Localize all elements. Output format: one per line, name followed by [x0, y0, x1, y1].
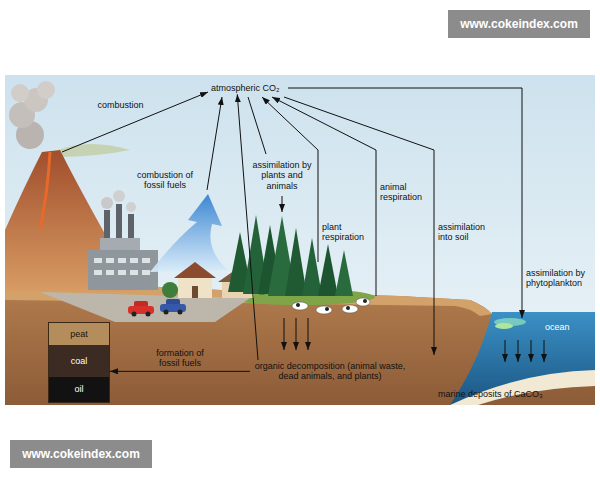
flow-label: combustion of fossil fuels: [133, 170, 197, 191]
cow-patch: [325, 307, 329, 311]
edge-label: formation of fossil fuels: [148, 348, 212, 369]
fossil-combustion-arrow: [207, 97, 222, 190]
node-title: atmospheric CO₂: [211, 83, 280, 93]
flow-label: plant respiration: [322, 222, 370, 243]
decay-arrow: [284, 318, 285, 350]
conifer-tree: [285, 228, 307, 296]
conifer-tree: [335, 250, 353, 296]
fossil-fuel-column: peatcoaloil: [48, 322, 110, 403]
fuel-layer-label: oil: [49, 377, 109, 402]
cow-patch: [363, 299, 367, 303]
fuel-layer-label: peat: [49, 323, 109, 345]
factory: [88, 250, 158, 290]
soil: [5, 286, 595, 405]
watermark: www.cokeindex.com: [448, 10, 590, 38]
soil-assimilation-arrow: [284, 97, 434, 355]
sinking-arrow: [505, 340, 506, 362]
conifer-tree: [318, 244, 338, 296]
volcano-smoke: [11, 84, 29, 102]
cow-patch: [346, 306, 350, 310]
decay-arrow: [296, 318, 297, 350]
decomposition-node: organic decomposition (animal waste, dea…: [250, 360, 410, 383]
flow-label: assimilation by plants and animals: [252, 160, 312, 191]
phytoplankton-arrow: [288, 88, 522, 318]
factory-smoke: [126, 202, 136, 212]
factory-windows: [94, 258, 150, 275]
combustion-arrow: [62, 92, 208, 152]
factory: [100, 238, 140, 252]
house: [178, 276, 212, 298]
smokestack: [104, 210, 110, 240]
region-label: ocean: [545, 322, 585, 332]
flow-label: animal respiration: [380, 182, 428, 203]
volcano-smoke: [37, 81, 55, 99]
watermark: www.cokeindex.com: [10, 440, 152, 468]
factory-smoke: [113, 190, 125, 202]
assimilation-arrow: [282, 196, 283, 212]
decay-arrow: [308, 318, 309, 350]
flow-label: assimilation by phytoplankton: [526, 268, 592, 289]
smokestack: [128, 214, 134, 240]
phytoplankton: [495, 323, 513, 329]
node-title: organic decomposition (animal waste, dea…: [252, 361, 408, 382]
animal-respiration-arrow: [272, 97, 376, 296]
cow-patch: [296, 303, 300, 307]
flow-label: assimilation into soil: [438, 222, 492, 243]
marine-deposits: [450, 370, 595, 405]
conifer-tree: [302, 238, 322, 296]
smokestack: [116, 204, 122, 240]
cow: [316, 306, 332, 314]
sinking-arrow: [518, 340, 519, 362]
flow-connector: [110, 371, 250, 372]
sky: [5, 75, 595, 405]
house-roof: [174, 262, 216, 278]
flow-label: combustion: [93, 100, 148, 110]
lava: [40, 152, 50, 230]
bush: [162, 282, 178, 298]
car-wheel: [146, 312, 151, 317]
atmosphere-node: atmospheric CO₂: [209, 82, 282, 94]
cow: [292, 302, 308, 310]
fuel-layer-label: coal: [49, 345, 109, 377]
car-wheel: [132, 312, 137, 317]
house-door: [192, 286, 198, 298]
volcano-smoke: [58, 144, 130, 157]
region-label: marine deposits of CaCO₃: [438, 389, 578, 399]
assimilation-line: [248, 97, 266, 154]
sinking-arrow: [531, 340, 532, 362]
sinking-arrow: [544, 340, 545, 362]
flow-connector: [237, 94, 258, 360]
cow: [342, 305, 358, 313]
emission-arrow: [150, 194, 228, 272]
car-wheel: [178, 310, 183, 315]
road: [40, 292, 250, 322]
car-wheel: [164, 310, 169, 315]
cow: [356, 298, 370, 306]
factory-smoke: [101, 197, 113, 209]
